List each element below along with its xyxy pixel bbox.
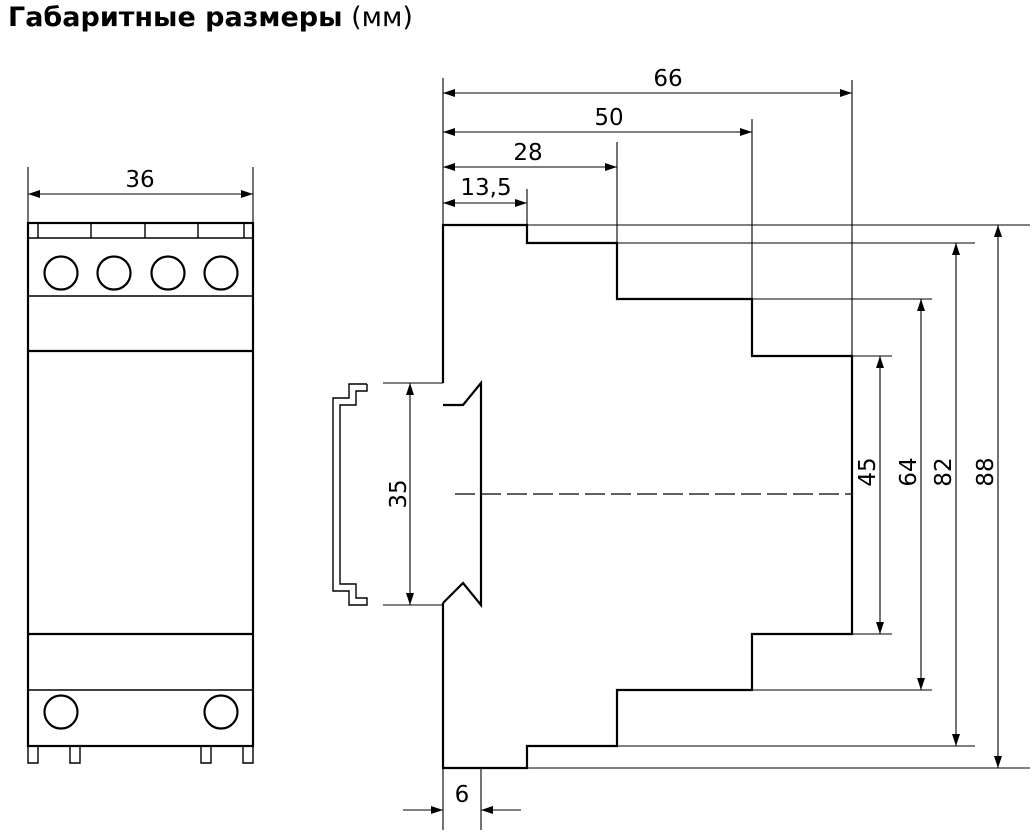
terminal-screw (203, 255, 239, 291)
side-profile-outline (441, 223, 854, 770)
offset-label: 6 (455, 782, 470, 808)
rail-label: 35 (386, 479, 412, 508)
depth-label-28: 28 (513, 140, 542, 166)
front-body-outline (26, 221, 255, 748)
terminal-screw (203, 694, 239, 730)
bottom-foot (27, 746, 39, 764)
terminal-screw (43, 694, 79, 730)
height-label-45: 45 (855, 457, 881, 486)
depth-label-13-5: 13,5 (460, 175, 511, 201)
terminal-screw (96, 255, 132, 291)
height-label-64: 64 (896, 457, 922, 486)
din-rail-profile (332, 383, 368, 606)
bottom-foot (242, 746, 254, 764)
front-view: 36 (26, 167, 255, 764)
side-view: 66 50 28 13,5 35 45 64 82 88 (332, 66, 1030, 830)
height-label-82: 82 (931, 457, 957, 486)
depth-label-66: 66 (653, 66, 682, 92)
terminal-screw (150, 255, 186, 291)
page-title: Габаритные размеры (мм) (8, 2, 413, 33)
bottom-foot (200, 746, 212, 764)
height-label-88: 88 (973, 457, 999, 486)
width-label: 36 (125, 167, 154, 193)
title-main: Габаритные размеры (8, 2, 343, 33)
terminal-screw (43, 255, 79, 291)
depth-label-50: 50 (594, 105, 623, 131)
title-unit: (мм) (351, 2, 413, 33)
bottom-foot (69, 746, 81, 764)
